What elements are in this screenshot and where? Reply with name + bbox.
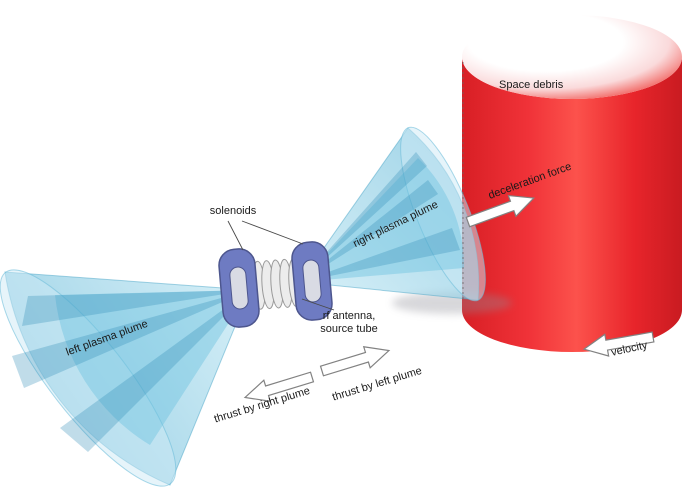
- label-source-tube: source tube: [320, 323, 377, 335]
- right-solenoid-hole: [302, 259, 322, 303]
- solenoids-pointer-line-left: [227, 220, 244, 251]
- left-plasma-plume-shape: [0, 269, 251, 487]
- cylinder-body: [462, 57, 682, 352]
- label-space-debris: Space debris: [499, 79, 564, 91]
- label-solenoids: solenoids: [210, 205, 257, 217]
- plume-streak: [12, 290, 250, 388]
- plume-streak: [300, 228, 460, 282]
- left-plume-inner-cone: [55, 290, 250, 445]
- plume-streak: [300, 152, 427, 282]
- right-plasma-plume-shape: [299, 126, 486, 302]
- right-plume-mouth: [400, 126, 486, 302]
- space-debris-cylinder: [462, 15, 682, 352]
- thruster-device: [218, 241, 333, 328]
- right-plume-inner-cone: [300, 158, 465, 282]
- cylinder-top-face: [462, 15, 682, 99]
- rf-antenna-pointer-line: [301, 298, 335, 311]
- left-plume-mouth: [0, 269, 177, 487]
- label-rf-antenna: rf antenna,: [323, 310, 376, 322]
- left-solenoid-hole: [229, 266, 249, 310]
- thrust-by-left-plume-arrow: [318, 339, 393, 383]
- plume-streak: [22, 290, 250, 326]
- plume-streak: [60, 290, 250, 452]
- plume-streak: [300, 180, 438, 282]
- label-thrust-by-left-plume: thrust by left plume: [331, 365, 423, 404]
- right-solenoid: [291, 241, 333, 321]
- solenoids-pointer-line-right: [241, 220, 304, 245]
- left-solenoid: [218, 248, 260, 328]
